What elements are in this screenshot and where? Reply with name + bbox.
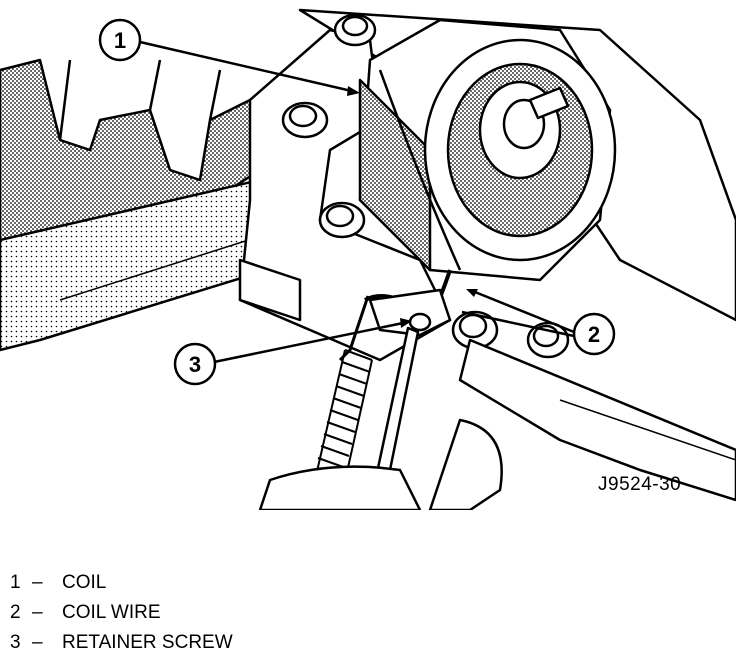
frame-bar <box>458 338 736 502</box>
shaft-left <box>0 178 302 352</box>
legend-item: 2 – COIL WIRE <box>10 598 233 628</box>
legend-number: 2 <box>10 602 21 623</box>
legend-item: 3 – RETAINER SCREW <box>10 628 233 658</box>
leader-line-2a <box>469 288 575 334</box>
bolt-middle <box>318 201 366 239</box>
legend-number: 1 <box>10 572 21 593</box>
legend-separator: – <box>32 572 43 593</box>
legend-label: RETAINER SCREW <box>62 632 233 653</box>
legend-label: COIL WIRE <box>62 602 161 623</box>
leader-line-1 <box>139 40 357 94</box>
figure-reference-id: J9524-30 <box>598 474 682 495</box>
svg-text:2: 2 <box>588 322 600 347</box>
bolt-lower-right <box>451 310 499 350</box>
coil-assembly <box>358 18 617 282</box>
legend-item: 1 – COIL <box>10 568 233 598</box>
legend-separator: – <box>32 602 43 623</box>
callout-3: 3 <box>173 342 217 386</box>
exploded-technical-illustration: 1 2 3 <box>0 8 736 510</box>
legend-separator: – <box>32 632 43 653</box>
bolt-top <box>333 13 377 47</box>
legend-label: COIL <box>62 572 107 593</box>
leader-line-3 <box>213 320 409 364</box>
svg-text:3: 3 <box>189 352 201 377</box>
callout-1: 1 <box>98 18 142 62</box>
callout-2: 2 <box>572 312 616 356</box>
bolt-upper-left <box>281 101 329 139</box>
legend-number: 3 <box>10 632 21 653</box>
svg-text:1: 1 <box>114 28 126 53</box>
leader-line-2b <box>461 310 575 338</box>
lower-mount <box>258 465 422 510</box>
parts-legend: 1 – COIL 2 – COIL WIRE 3 – RETAINER SCRE… <box>10 568 233 658</box>
